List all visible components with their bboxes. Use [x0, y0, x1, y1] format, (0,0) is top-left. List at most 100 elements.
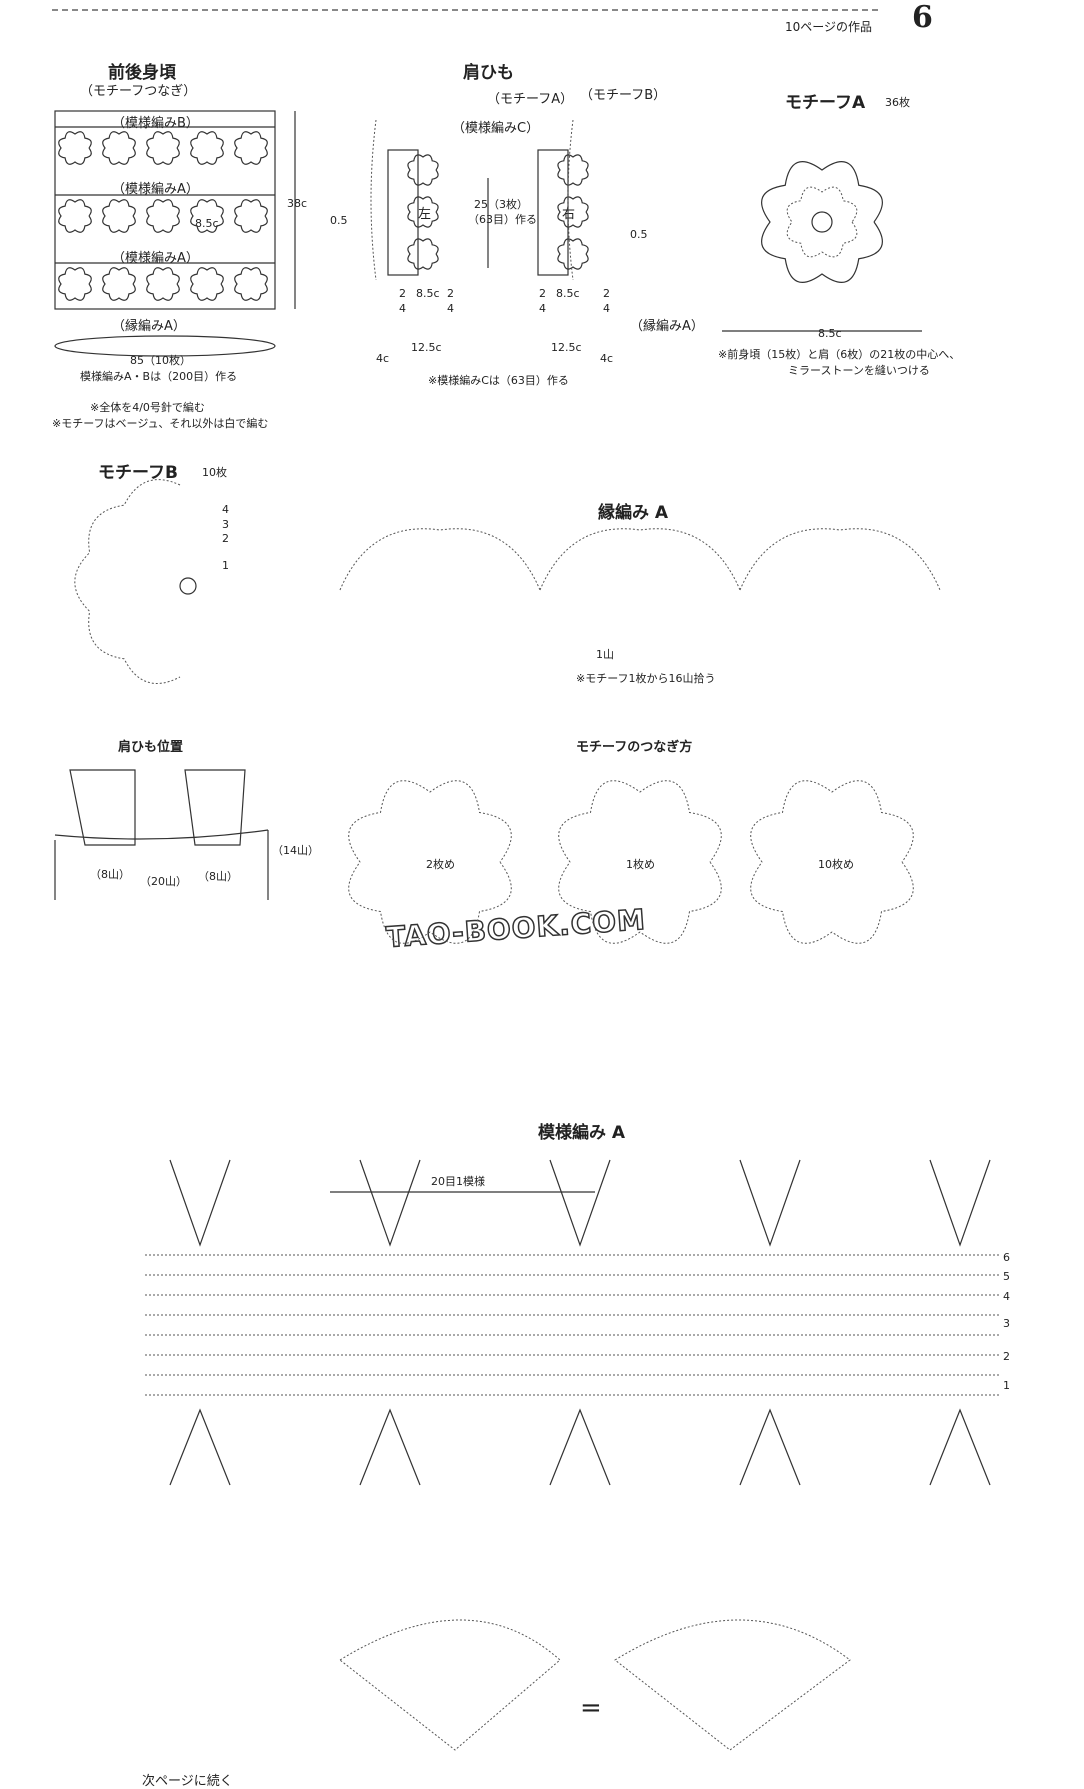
strap-position-label-3: （8山）	[198, 870, 238, 883]
strap-edging	[370, 119, 377, 281]
pattern-a-row-4: 4	[1003, 1290, 1010, 1303]
strap-four-c-right: 4c	[600, 352, 614, 365]
body-section-subtitle: （モチーフつなぎ）	[80, 84, 197, 99]
joining-motif-flower	[750, 780, 914, 944]
body-motif-flower	[190, 199, 224, 233]
body-width-label: 8.5c	[195, 217, 219, 230]
strap-side-rows-2: 4	[399, 302, 406, 315]
motif-a-center	[811, 211, 833, 233]
joining-motif-flower	[558, 780, 722, 944]
edging-a-scallop	[739, 528, 941, 591]
pattern-a-fan-top	[929, 1159, 991, 1247]
pattern-a-row-3: 3	[1003, 1317, 1010, 1330]
motif-b-row-4: 4	[222, 503, 229, 516]
pattern-a-row-2: 2	[1003, 1350, 1010, 1363]
body-motif-flower	[58, 267, 92, 301]
band-label-a2: （模様編みA）	[112, 251, 199, 266]
body-motif-flower	[102, 199, 136, 233]
edging-a-note: ※モチーフ1枚から16山拾う	[576, 672, 716, 685]
motif-b-row-3: 3	[222, 518, 229, 531]
body-motif-flower	[234, 131, 268, 165]
strap-note: ※模様編みCは（63目）作る	[428, 374, 569, 387]
body-motif-flower	[234, 267, 268, 301]
strap-side-rows-7: 2	[603, 287, 610, 300]
body-motif-flower	[146, 267, 180, 301]
pattern-a-fan-bottom	[929, 1408, 991, 1486]
pattern-a-fan-top	[739, 1159, 801, 1247]
strap-panel	[537, 149, 569, 276]
strap-position-title: 肩ひも位置	[118, 740, 184, 755]
edging-a-eq-label: 1山	[596, 648, 614, 661]
page-reference: 10ページの作品	[785, 20, 873, 34]
pattern-a-fan-bottom	[549, 1408, 611, 1486]
strap-side-rows-3: 2	[447, 287, 454, 300]
joining-title: モチーフのつなぎ方	[576, 740, 693, 755]
strap-width-right: 8.5c	[556, 287, 580, 300]
pattern-a-fan-top	[549, 1159, 611, 1247]
motif-b-row-2: 2	[222, 532, 229, 545]
motif-b-title: モチーフB	[98, 463, 178, 483]
joining-motif-10: 10枚め	[818, 858, 854, 871]
strap-side-rows-4: 4	[447, 302, 454, 315]
strap-motif-flower	[557, 238, 589, 270]
body-motif-flower	[58, 199, 92, 233]
strap-position-straps	[69, 769, 246, 846]
pattern-a-fan-top	[359, 1159, 421, 1247]
body-motif-flower	[190, 267, 224, 301]
motif-a-outer	[761, 161, 883, 283]
body-motif-flower	[146, 199, 180, 233]
joining-motif-1: 1枚め	[626, 858, 655, 871]
body-motif-flower	[190, 131, 224, 165]
body-motif-flower	[102, 267, 136, 301]
joining-motif-flower	[348, 780, 512, 944]
strap-position-body	[54, 829, 269, 900]
body-note-1: ※全体を4/0号針で編む	[90, 401, 205, 414]
pattern-a-row-5: 5	[1003, 1270, 1010, 1283]
strap-section-title: 肩ひも	[463, 63, 514, 83]
edging-a-scallop	[339, 528, 541, 591]
edging-a-scallop	[539, 528, 741, 591]
strap-side-rows-1: 2	[399, 287, 406, 300]
strap-motif-flower	[407, 154, 439, 186]
pattern-a-repeat: 20目1模様	[431, 1175, 485, 1188]
strap-side-rows-6: 4	[539, 302, 546, 315]
motif-b-count: 10枚	[202, 466, 227, 479]
strap-position-label-4: （14山）	[272, 844, 319, 857]
top-rule	[52, 9, 878, 11]
strap-position-label-1: （8山）	[90, 868, 130, 881]
joining-motif-2: 2枚め	[426, 858, 455, 871]
motif-a-inner	[786, 186, 858, 258]
strap-half-row-left: 0.5	[330, 214, 348, 227]
pattern-a-fan-bottom	[739, 1408, 801, 1486]
strap-left-label: 左	[418, 207, 432, 222]
body-motif-flower	[146, 131, 180, 165]
strap-four-c-left: 4c	[376, 352, 390, 365]
motif-a-note-1: ※前身頃（15枚）と肩（6枚）の21枚の中心へ、	[718, 348, 961, 361]
strap-edge-label: （縁編みA）	[630, 319, 704, 334]
strap-position-label-2: （20山）	[140, 875, 187, 888]
body-note-2: ※モチーフはベージュ、それ以外は白で編む	[52, 417, 269, 430]
pattern-a-title: 模様編み A	[538, 1123, 626, 1143]
strap-rows-label: （63目）作る	[468, 213, 537, 226]
motif-a-note-2: ミラーストーンを縫いつける	[788, 364, 930, 377]
strap-width-left: 8.5c	[416, 287, 440, 300]
strap-motif-flower	[407, 238, 439, 270]
equivalence-right	[614, 1619, 851, 1751]
motif-b-row-1: 1	[222, 559, 229, 572]
body-bottom-label: 85（10枚）	[130, 354, 191, 367]
body-motif-flower	[58, 131, 92, 165]
strap-span-left: 12.5c	[411, 341, 442, 354]
strap-side-rows-5: 2	[539, 287, 546, 300]
equivalence-left	[339, 1619, 561, 1751]
body-bottom-ellipse	[54, 335, 276, 357]
strap-panel	[387, 149, 419, 276]
body-stitch-note: 模様編みA・Bは（200目）作る	[80, 370, 238, 383]
strap-edging	[567, 119, 574, 281]
pattern-a-fan-top	[169, 1159, 231, 1247]
strap-label-pattern-c: （模様編みC）	[452, 121, 540, 136]
motif-a-count: 36枚	[885, 96, 910, 109]
pattern-a-fan-bottom	[359, 1408, 421, 1486]
strap-half-row-right: 0.5	[630, 228, 648, 241]
equivalence-symbol: =	[580, 1693, 602, 1723]
